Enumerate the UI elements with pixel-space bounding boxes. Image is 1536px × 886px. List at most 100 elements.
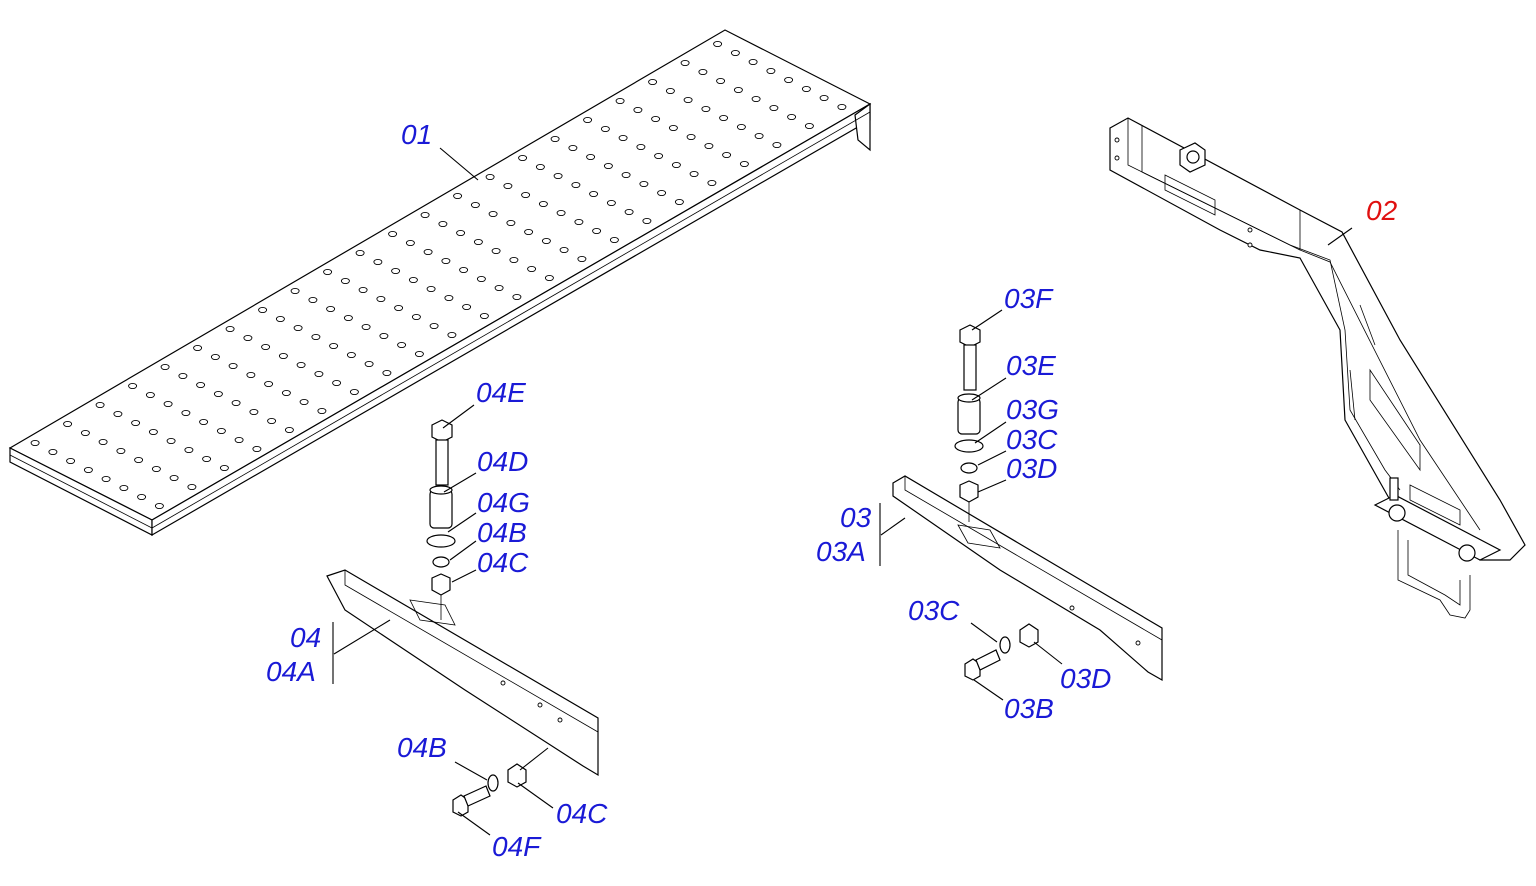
perforation-hole [618, 134, 628, 142]
perforation-hole [278, 352, 288, 360]
perforation-hole [589, 190, 599, 198]
perforation-hole [459, 266, 469, 274]
perforation-hole [538, 200, 548, 208]
perforation-hole [95, 401, 105, 409]
perforation-hole [707, 179, 717, 187]
perforation-hole [518, 154, 528, 162]
perforation-hole [674, 198, 684, 206]
perforation-hole [704, 142, 714, 150]
perforation-hole [311, 333, 321, 341]
perforation-hole [317, 407, 327, 415]
perforation-hole [160, 363, 170, 371]
perforation-hole [606, 199, 616, 207]
perforation-hole [346, 351, 356, 359]
bracket-02 [1109, 117, 1526, 619]
support-arm-04 [326, 569, 599, 777]
label-03d-bottom: 03D [1060, 663, 1111, 694]
perforation-hole [358, 286, 368, 294]
perforation-hole [101, 475, 111, 483]
perforation-hole [784, 76, 794, 84]
perforation-hole [739, 160, 749, 168]
perforation-hole [234, 436, 244, 444]
perforation-hole [388, 230, 398, 238]
support-arm-03 [892, 475, 1163, 682]
perforation-hole [568, 144, 578, 152]
perforation-hole [246, 371, 256, 379]
bottom-fasteners-03 [964, 623, 1039, 681]
perforation-hole [574, 218, 584, 226]
perforation-hole [63, 420, 73, 428]
perforation-hole [113, 410, 123, 418]
perforation-hole [391, 267, 401, 275]
perforation-hole [447, 331, 457, 339]
perforation-hole [408, 276, 418, 284]
perforation-hole [187, 483, 197, 491]
perforation-hole [264, 380, 274, 388]
perforation-hole [479, 312, 489, 320]
label-04g: 04G [477, 487, 530, 518]
perforation-hole [181, 409, 191, 417]
perforation-hole [131, 419, 141, 427]
perforation-hole [397, 341, 407, 349]
perforation-hole [116, 447, 126, 455]
perforation-hole [411, 313, 421, 321]
perforation-hole [252, 445, 262, 453]
perforation-hole [541, 237, 551, 245]
perforation-hole [837, 103, 847, 111]
label-04f: 04F [492, 831, 542, 862]
perforation-hole [819, 94, 829, 102]
label-04b-bottom: 04B [397, 732, 447, 763]
label-03: 03 [840, 502, 872, 533]
perforation-hole [701, 105, 711, 113]
perforation-hole [178, 372, 188, 380]
fastener-stack-04 [426, 419, 456, 620]
perforation-hole [323, 268, 333, 276]
perforation-hole [151, 465, 161, 473]
label-04b-top: 04B [477, 517, 527, 548]
perforation-hole [804, 122, 814, 130]
perforation-hole [249, 408, 259, 416]
bottom-fasteners-04 [452, 763, 527, 817]
perforation-hole [577, 255, 587, 263]
perforation-hole [219, 464, 229, 472]
perforation-hole [470, 201, 480, 209]
perforation-hole [751, 95, 761, 103]
perforation-hole [163, 400, 173, 408]
perforation-hole [281, 389, 291, 397]
perforation-hole [527, 265, 537, 273]
perforation-hole [521, 191, 531, 199]
perforation-hole [671, 161, 681, 169]
perforation-hole [583, 116, 593, 124]
perforation-hole [556, 209, 566, 217]
perforation-hole [713, 40, 723, 48]
perforation-hole [134, 456, 144, 464]
perforation-hole [491, 247, 501, 255]
perforation-hole [166, 437, 176, 445]
perforation-hole [485, 173, 495, 181]
perforation-hole [329, 342, 339, 350]
label-03b: 03B [1004, 693, 1054, 724]
perforation-hole [438, 220, 448, 228]
perforation-hole [275, 315, 285, 323]
perforation-hole [506, 219, 516, 227]
perforation-hole [202, 455, 212, 463]
perforation-hole [213, 390, 223, 398]
perforation-hole [453, 192, 463, 200]
perforation-hole [615, 97, 625, 105]
perforation-hole [654, 152, 664, 160]
perforation-hole [473, 238, 483, 246]
perforation-hole [733, 86, 743, 94]
step-plate-01 [8, 29, 872, 537]
perforation-hole [512, 293, 522, 301]
perforation-hole [30, 439, 40, 447]
perforation-hole [137, 493, 147, 501]
part-labels: 01 02 03F 03E 03G 03C 03D 03 03A 03C 03D… [266, 119, 1398, 862]
perforation-hole [193, 344, 203, 352]
label-03d-top: 03D [1006, 453, 1057, 484]
perforation-hole [290, 287, 300, 295]
perforation-hole [716, 77, 726, 85]
perforation-hole [231, 399, 241, 407]
perforation-hole [258, 306, 268, 314]
perforation-hole [210, 353, 220, 361]
perforation-hole [299, 398, 309, 406]
